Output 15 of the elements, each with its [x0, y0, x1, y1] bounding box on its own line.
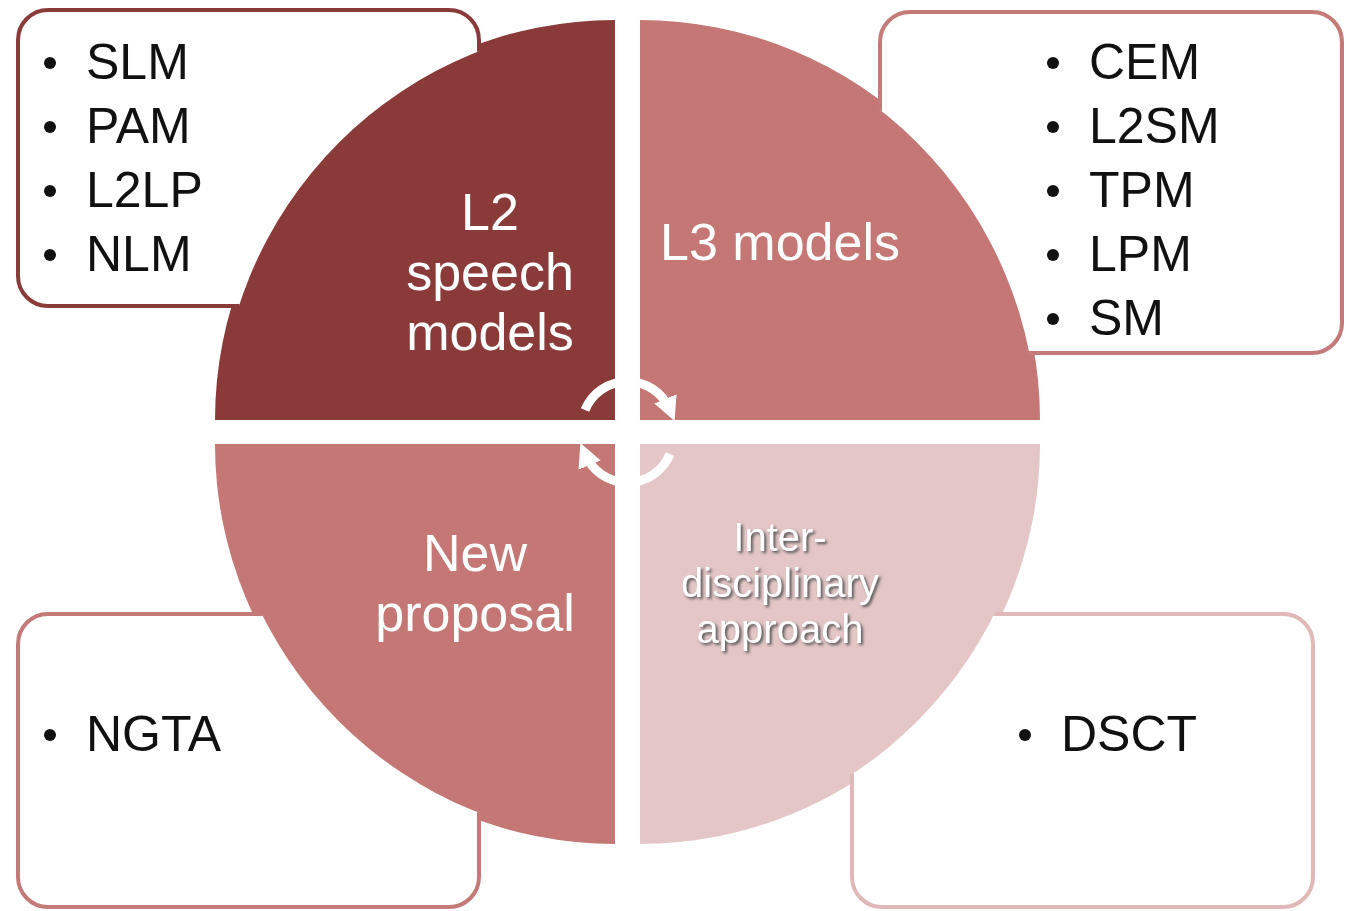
- bullet-item: L2LP: [86, 162, 203, 218]
- bullet-item: PAM: [86, 98, 191, 154]
- bullet-item: LPM: [1089, 226, 1192, 282]
- quadrant-label: L3 models: [660, 213, 900, 273]
- quadrant-label: L2 speech models: [405, 183, 575, 363]
- bullet-item: L2SM: [1089, 98, 1220, 154]
- quadrant-label: New proposal: [374, 524, 576, 644]
- bullet-item: SM: [1089, 290, 1164, 346]
- bullet-item: NGTA: [86, 706, 222, 762]
- bullet-item: DSCT: [1061, 706, 1198, 762]
- bullet-item: SLM: [86, 34, 189, 90]
- bullet-item: TPM: [1089, 162, 1195, 218]
- bullet-item: CEM: [1089, 34, 1201, 90]
- bullet-item: NLM: [86, 226, 192, 282]
- quadrant-label: Inter-disciplinary approach: [680, 514, 880, 652]
